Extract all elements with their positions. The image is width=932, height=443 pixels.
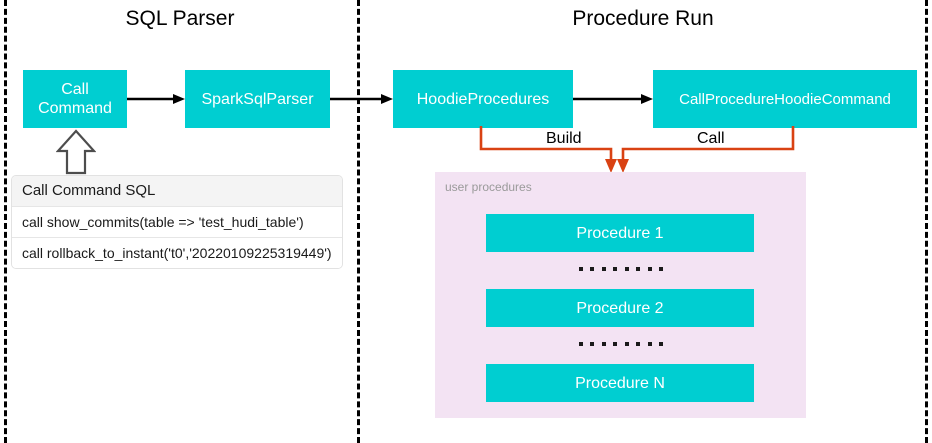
user-procedures-label: user procedures xyxy=(445,180,532,194)
section-divider-left xyxy=(4,0,7,443)
section-title-sql-parser: SQL Parser xyxy=(125,7,235,30)
connector-label-build: Build xyxy=(546,130,582,147)
sql-table-row: call show_commits(table => 'test_hudi_ta… xyxy=(12,207,342,238)
procedure-separator-dots xyxy=(579,266,663,272)
node-call-command[interactable]: Call Command xyxy=(23,70,127,128)
sql-table-row: call rollback_to_instant('t0','202201092… xyxy=(12,238,342,268)
sql-table-header: Call Command SQL xyxy=(12,176,342,207)
arrow-spark-sql-parser-to-hoodie-procedures xyxy=(330,94,393,104)
node-hoodie-procedures[interactable]: HoodieProcedures xyxy=(393,70,573,128)
call-command-sql-table: Call Command SQL call show_commits(table… xyxy=(12,176,342,268)
procedure-box[interactable]: Procedure N xyxy=(486,364,754,402)
procedure-box[interactable]: Procedure 2 xyxy=(486,289,754,327)
section-title-procedure-run: Procedure Run xyxy=(572,7,714,30)
connector-label-call: Call xyxy=(697,130,725,147)
block-arrow-up-icon xyxy=(56,129,96,175)
node-spark-sql-parser[interactable]: SparkSqlParser xyxy=(185,70,330,128)
section-divider-right xyxy=(925,0,928,443)
arrow-hoodie-procedures-to-call-procedure-hoodie-command xyxy=(573,94,653,104)
procedure-box[interactable]: Procedure 1 xyxy=(486,214,754,252)
section-divider-middle xyxy=(357,0,360,443)
orange-build-call-connectors xyxy=(479,126,795,173)
arrow-call-command-to-spark-sql-parser xyxy=(127,94,185,104)
procedure-separator-dots xyxy=(579,341,663,347)
user-procedures-panel: user procedures Procedure 1 Procedure 2 … xyxy=(435,172,806,418)
node-call-procedure-hoodie-command[interactable]: CallProcedureHoodieCommand xyxy=(653,70,917,128)
